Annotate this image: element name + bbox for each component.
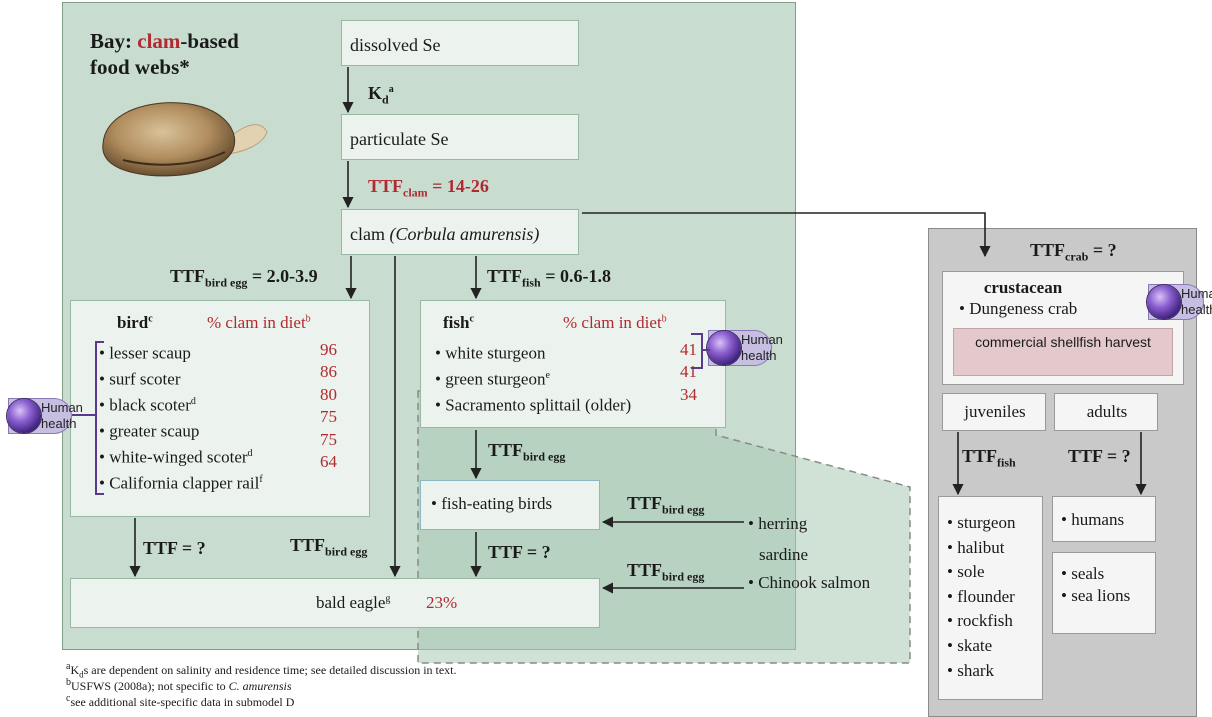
ttf-bird-egg-center-label: TTFbird egg [488,440,566,464]
bird-diet-values: 96 86 80 75 75 64 [299,339,337,473]
forage-fish-sardine: sardine [759,545,809,564]
forage-fish-chinook: • Chinook salmon [748,573,871,592]
humans-label: • humans [1061,510,1125,529]
footnote-a: aKds are dependent on salinity and resid… [66,661,457,680]
list-item: • green sturgeone [435,369,550,389]
adults-label: adults [1086,402,1128,421]
fish-header: fishc [443,313,474,332]
kd-label: Kda [368,83,394,107]
adults-box: adults [1054,393,1158,431]
diet-value: 75 [320,407,337,427]
diet-value: 86 [320,362,337,382]
juveniles-box: juveniles [942,393,1046,431]
footnote-c: csee additional site-specific data in su… [66,693,295,709]
diet-value: 75 [320,429,337,449]
ttf-bird-egg-left-label: TTFbird egg [290,535,368,559]
fish-bracket [691,333,703,369]
fish-species-list: • white sturgeon • green sturgeone • Sac… [435,339,631,417]
bald-eagle-value: 23% [426,593,458,612]
list-item: • sea lions [1061,586,1131,605]
fish-predators-box: • sturgeon • halibut • sole • flounder •… [938,496,1043,700]
fish-box: fishc % clam in dietb • white sturgeon •… [420,300,726,428]
ttf-bird-egg-right1-label: TTFbird egg [627,493,705,517]
fish-eating-birds-label: • fish-eating birds [431,494,553,513]
arrow-clam-to-crab [582,212,991,258]
ttf-unknown-left-label: TTF = ? [143,538,206,558]
humans-box: • humans [1052,496,1156,542]
clam-image [102,102,268,177]
ttf-bird-egg-main-label: TTFbird egg = 2.0-3.9 [170,266,318,290]
ttf-fish-main-label: TTFfish = 0.6-1.8 [487,266,611,290]
list-item: • white sturgeon [435,343,546,363]
clam-label: clam (Corbula amurensis) [350,224,540,244]
list-item: • seals [1061,564,1105,583]
diet-value: 64 [320,452,337,472]
marine-mammals-box: • seals • sea lions [1052,552,1156,634]
forage-fish-herring: • herring [748,514,808,533]
dissolved-se-box: dissolved Se [341,20,579,66]
list-item: • shark [947,660,995,680]
dissolved-se-label: dissolved Se [350,35,441,55]
bay-title: Bay: clam-based food webs* [90,29,239,79]
list-item: • flounder [947,586,1015,606]
bald-eagle-box: bald eagleg 23% [70,578,600,628]
fish-eating-birds-box: • fish-eating birds [420,480,600,530]
juveniles-label: juveniles [964,402,1026,421]
bird-diet-header: % clam in dietb [207,313,311,332]
list-item: • lesser scaup [99,343,191,363]
list-item: • white-winged scoterd [99,447,253,467]
crustacean-header: crustacean [983,278,1063,297]
human-health-icon [707,331,741,365]
particulate-se-label: particulate Se [350,129,449,149]
ttf-crab-label: TTFcrab = ? [1030,240,1117,264]
fish-diet-values: 41 41 34 [673,339,697,406]
human-health-icon [7,399,41,433]
list-item: • sole [947,562,985,582]
commercial-harvest-label: commercial shellfish harvest [975,334,1151,350]
list-item: • rockfish [947,611,1013,631]
ttf-unknown-crab-label: TTF = ? [1068,446,1131,466]
bird-box: birdc % clam in dietb • lesser scaup • s… [70,300,370,517]
diet-value: 34 [680,384,697,404]
footnote-b: bUSFWS (2008a); not specific to C. amure… [66,677,292,693]
list-item: • black scoterd [99,395,196,415]
dungeness-crab-label: • Dungeness crab [959,299,1078,318]
diet-value: 96 [320,340,337,359]
diet-value: 41 [680,340,697,359]
ttf-unknown-center-label: TTF = ? [488,542,551,562]
ttf-fish-crab-label: TTFfish [962,446,1016,470]
crustacean-box: crustacean • Dungeness crab commercial s… [942,271,1184,385]
list-item: • Sacramento splittail (older) [435,395,632,415]
list-item: • California clapper railf [99,473,263,493]
human-health-icon [1147,285,1181,319]
list-item: • surf scoter [99,369,181,389]
fish-predators-list: • sturgeon • halibut • sole • flounder •… [947,511,1015,683]
bald-eagle-label: bald eagleg [316,593,391,612]
fish-diet-header: % clam in dietb [563,313,667,332]
list-item: • greater scaup [99,421,200,441]
list-item: • sturgeon [947,513,1016,532]
diet-value: 80 [320,384,337,404]
bird-species-list: • lesser scaup • surf scoter • black sco… [99,339,263,495]
ttf-bird-egg-right2-label: TTFbird egg [627,560,705,584]
list-item: • skate [947,635,993,655]
ttf-clam-label: TTFclam = 14-26 [368,176,489,200]
clam-box: clam (Corbula amurensis) [341,209,579,255]
commercial-harvest-box: commercial shellfish harvest [953,328,1173,376]
bird-header: birdc [117,313,153,332]
particulate-se-box: particulate Se [341,114,579,160]
bird-bracket [95,341,104,495]
marine-mammals-list: • seals • sea lions [1061,563,1130,607]
list-item: • halibut [947,537,1005,557]
